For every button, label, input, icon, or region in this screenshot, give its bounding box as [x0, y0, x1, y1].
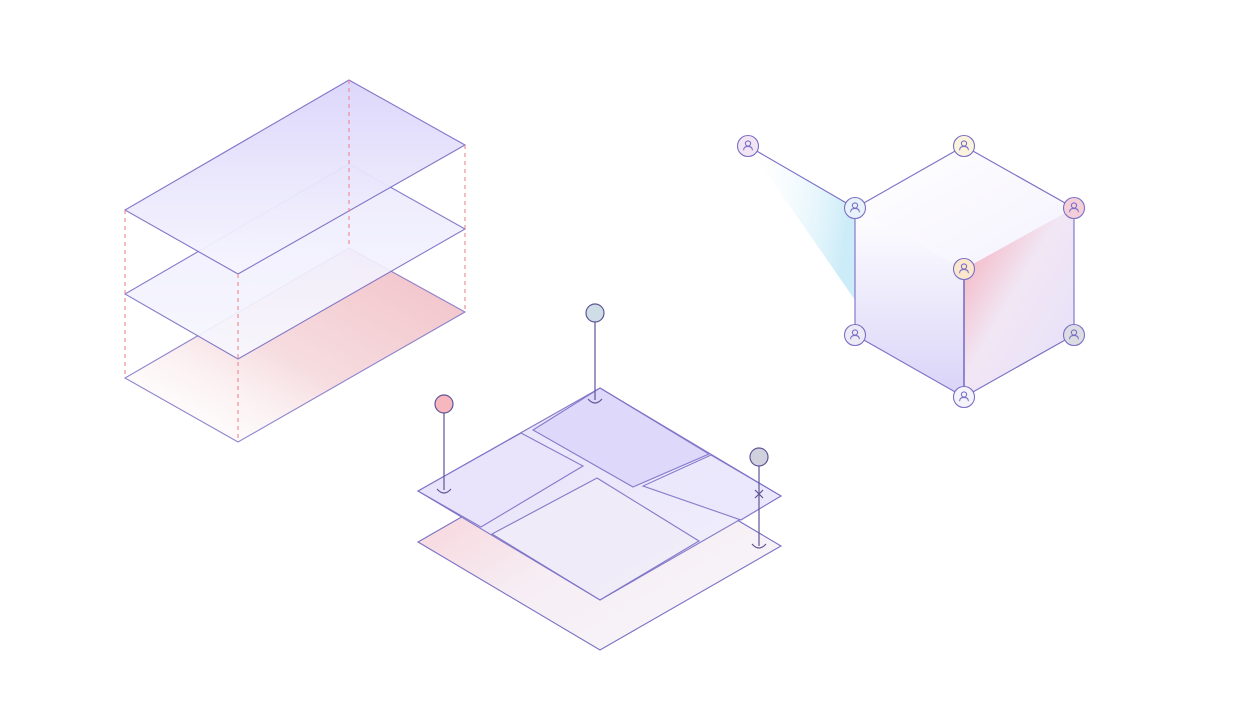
partitioned-platform: [416, 303, 783, 651]
user-node[interactable]: [843, 196, 867, 220]
cube-left-face: [855, 208, 964, 397]
map-pin-icon[interactable]: [434, 394, 454, 494]
user-node[interactable]: [736, 134, 760, 158]
layered-stack: [123, 79, 467, 443]
user-node[interactable]: [952, 134, 976, 158]
platform-tile-left: [416, 432, 585, 528]
platform-tile-back: [531, 387, 711, 488]
cube-right-face: [964, 208, 1074, 397]
connection-beam: [748, 146, 855, 300]
stack-floor-layer: [125, 248, 465, 442]
user-network-cube: [736, 134, 1086, 409]
cube-top-face: [855, 146, 1074, 269]
user-node[interactable]: [1062, 323, 1086, 347]
map-pin-icon[interactable]: [585, 303, 605, 404]
user-node[interactable]: [1062, 196, 1086, 220]
stack-guides: [124, 80, 466, 442]
map-pin-icon[interactable]: [749, 447, 769, 549]
user-node[interactable]: [843, 323, 867, 347]
user-node[interactable]: [952, 257, 976, 281]
platform-tile-right: [641, 454, 783, 521]
platform-tile-front: [490, 477, 701, 601]
user-node[interactable]: [952, 385, 976, 409]
